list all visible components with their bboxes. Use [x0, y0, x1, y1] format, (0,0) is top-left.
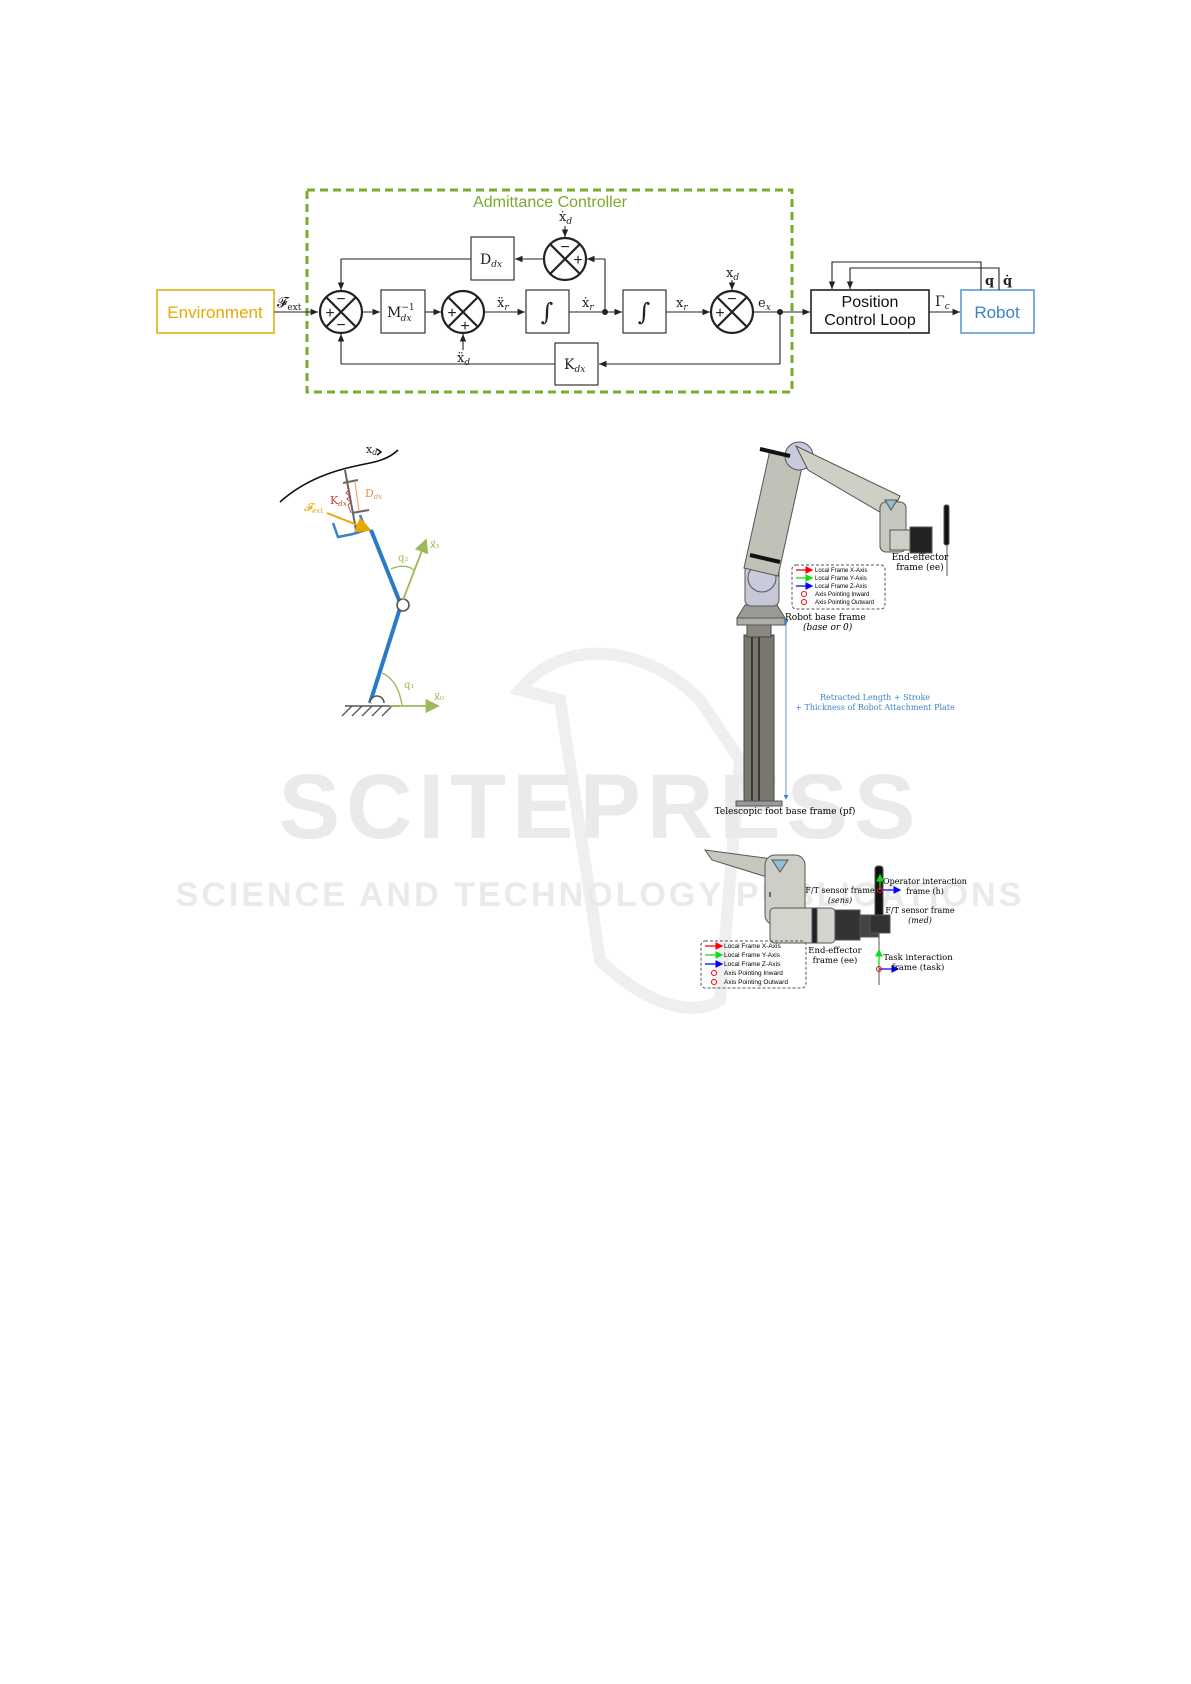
robot-label: Robot [974, 303, 1020, 322]
sens-frame-label-1: F/T sensor frame [805, 886, 875, 895]
x0-label: x⃗₀ [434, 692, 444, 703]
task-frame-label-2: frame (task) [892, 962, 945, 973]
legend-inward: Axis Pointing Inward [724, 970, 783, 977]
dimension-label-1: Retracted Length + Stroke [820, 693, 930, 702]
base-frame-label-2: (base or 0) [803, 622, 853, 633]
legend-inward: Axis Pointing Inward [815, 592, 869, 598]
xd-label: xd [726, 266, 739, 283]
fext-label: 𝓕ext [277, 295, 302, 313]
xd-trajectory-label: xd [366, 443, 377, 457]
sign: + [573, 252, 582, 269]
fext-sketch-label: 𝓕ext [304, 501, 323, 515]
q2-label: q₂ [398, 553, 408, 564]
gamma-label: Γc [935, 294, 950, 312]
task-frame-label-1: Task interaction [883, 953, 953, 963]
sign: + [715, 305, 724, 322]
xr-dot-label: ẋr [582, 296, 594, 313]
ee-frame-label-1: End-effector [892, 553, 949, 563]
sign: − [560, 239, 569, 256]
foot-frame-label: Telescopic foot base frame (pf) [715, 806, 856, 817]
sens-frame-label-2: (sens) [828, 896, 852, 905]
q-label: q [985, 274, 994, 289]
sign: + [447, 305, 456, 322]
spring-icon [345, 483, 352, 514]
admittance-block-diagram: Admittance Controller Environment 𝓕ext −… [156, 188, 1035, 394]
watermark-brand: SCITEPRESS [279, 756, 922, 858]
base-frame-label-1: Robot base frame [785, 613, 866, 623]
sign: + [460, 318, 469, 335]
ee-frame-label-1: End-effector [808, 946, 862, 956]
external-force-arrow [326, 512, 372, 533]
legend-outward: Axis Pointing Outward [815, 600, 874, 606]
stiffness-block [554, 342, 599, 386]
legend-outward: Axis Pointing Outward [724, 979, 788, 986]
environment-label: Environment [167, 303, 263, 322]
d-label: Ddx [480, 252, 502, 270]
integral-symbol: ∫ [541, 298, 554, 326]
legend-x-axis: Local Frame X-Axis [724, 943, 781, 950]
link-2 [369, 529, 403, 606]
position-loop-label-1: Position [842, 294, 899, 311]
operator-frame-label-1: Operator interaction [883, 877, 967, 886]
q1-label: q₁ [404, 680, 414, 691]
legend-y-axis: Local Frame Y-Axis [724, 952, 781, 959]
med-frame-label-2: (med) [908, 916, 932, 925]
sign: + [325, 305, 334, 322]
two-link-admittance-sketch: xd Kdx Ddx 𝓕ext x⃗₁ q₂ x⃗₀ q₁ [279, 443, 444, 717]
q-dot-label: q̇ [1003, 274, 1012, 289]
ground-icon [341, 705, 393, 717]
sign: − [727, 291, 736, 308]
ddx-label: Ddx [365, 487, 382, 501]
sign: − [336, 317, 345, 334]
integral-symbol: ∫ [638, 298, 651, 326]
kdx-label: Kdx [330, 494, 347, 508]
legend-z-axis: Local Frame Z-Axis [724, 961, 781, 968]
desired-trajectory [279, 449, 399, 503]
legend-x-axis: Local Frame X-Axis [815, 568, 867, 574]
frame-legend-bottom: Local Frame X-Axis Local Frame Y-Axis Lo… [700, 940, 807, 989]
frame-legend-top: Local Frame X-Axis Local Frame Y-Axis Lo… [791, 564, 886, 610]
admittance-controller-boundary [305, 188, 794, 394]
sign: − [336, 291, 345, 308]
ex-label: ex [758, 296, 771, 313]
xd-dot-label: ẋd [559, 210, 572, 227]
robot-on-telescopic-foot-figure: Local Frame X-Axis Local Frame Y-Axis Lo… [715, 441, 955, 817]
xr-label: xr [676, 296, 688, 313]
robot-block [960, 289, 1035, 334]
k-label: Kdx [564, 357, 585, 375]
damper-icon [354, 481, 360, 512]
xr-ddot-label: ẍr [497, 296, 509, 313]
xd-ddot-label: ẍd [457, 351, 470, 368]
base-joint [369, 695, 385, 704]
controller-title: Admittance Controller [473, 194, 628, 211]
link-1 [368, 604, 403, 704]
ee-frame-label-2: frame (ee) [813, 955, 858, 966]
elbow-joint [396, 598, 410, 612]
ee-frame-label-2: frame (ee) [896, 562, 943, 573]
damping-block [470, 236, 515, 281]
x1-label: x⃗₁ [430, 540, 440, 551]
dimension-label-2: + Thickness of Robot Attachment Plate [795, 703, 955, 712]
legend-z-axis: Local Frame Z-Axis [815, 584, 867, 590]
legend-y-axis: Local Frame Y-Axis [815, 576, 867, 582]
position-loop-label-2: Control Loop [824, 312, 916, 329]
operator-frame-label-2: frame (h) [906, 887, 944, 896]
med-frame-label-1: F/T sensor frame [885, 906, 955, 915]
end-effector-detail-figure: Local Frame X-Axis Local Frame Y-Axis Lo… [700, 849, 967, 989]
